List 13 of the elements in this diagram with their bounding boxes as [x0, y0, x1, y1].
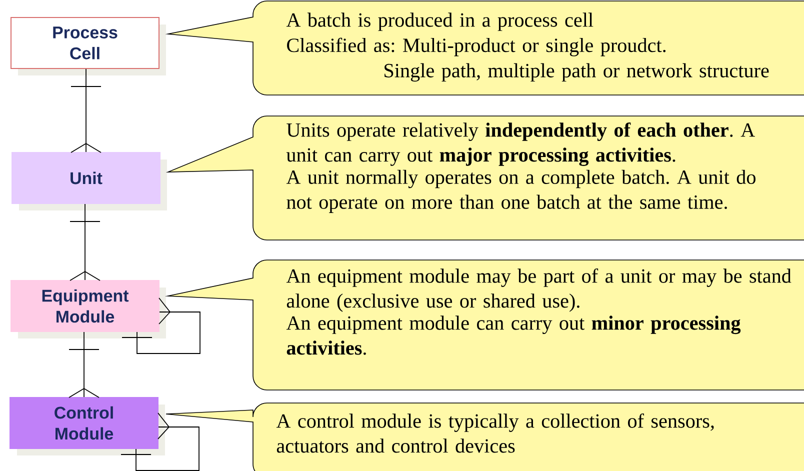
entity-box: Equipment Module	[10, 280, 166, 338]
callout: An equipment module may be part of a unit or may be stand alone (exclusive use or shared use). An equipment module can carry out minor processing activities.	[168, 260, 804, 390]
relationship-line	[70, 68, 102, 153]
relationship-line	[70, 204, 100, 281]
entity-box: Process Cell	[10, 17, 166, 76]
relationship-line	[120, 412, 200, 471]
entity-box: Unit	[12, 152, 167, 210]
callout: A control module is typically a collection of sensors, actuators and control devices	[166, 402, 804, 471]
entity-box: Control Module	[10, 397, 165, 456]
callout: A batch is produced in a process cell Classified as: Multi-product or single proudct. Single path, multiple path or network structure	[168, 0, 804, 96]
relationship-line	[68, 332, 100, 398]
relationship-line	[122, 298, 200, 354]
callout: Units operate relatively independently of each other. A unit can carry out major processing activities. A unit normally operates on a complete batch. A unit do not operate on more than one batch at the same time.	[168, 116, 804, 240]
